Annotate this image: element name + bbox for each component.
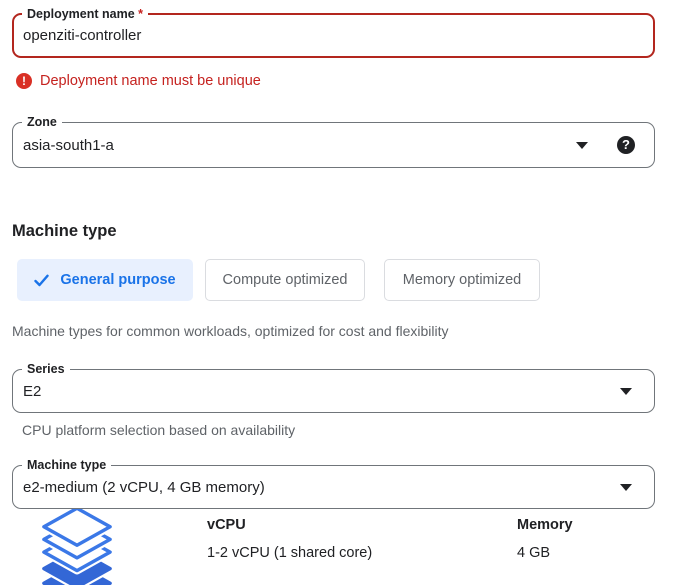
series-value: E2	[23, 382, 42, 400]
memory-label: Memory	[517, 517, 573, 533]
tab-general-purpose[interactable]: General purpose	[17, 259, 193, 301]
zone-value: asia-south1-a	[23, 136, 114, 154]
machine-type-heading: Machine type	[12, 222, 117, 240]
machine-type-description: Machine types for common workloads, opti…	[12, 323, 449, 339]
vcpu-spec: vCPU 1-2 vCPU (1 shared core)	[207, 505, 517, 561]
tab-memory-optimized[interactable]: Memory optimized	[384, 259, 540, 301]
checkmark-icon	[34, 274, 50, 286]
machine-type-select[interactable]: Machine type e2-medium (2 vCPU, 4 GB mem…	[12, 457, 655, 509]
tab-label: Memory optimized	[402, 272, 522, 288]
error-icon: !	[16, 73, 32, 89]
chevron-down-icon[interactable]	[576, 142, 588, 149]
machine-spec-row: vCPU 1-2 vCPU (1 shared core) Memory 4 G…	[0, 504, 680, 585]
memory-spec: Memory 4 GB	[517, 505, 573, 561]
required-asterisk: *	[138, 7, 144, 21]
chevron-down-icon[interactable]	[620, 484, 632, 491]
deployment-name-field[interactable]: Deployment name *	[12, 6, 655, 58]
deployment-name-error: ! Deployment name must be unique	[16, 73, 680, 89]
series-helper-text: CPU platform selection based on availabi…	[22, 422, 296, 438]
machine-layers-icon	[40, 504, 114, 585]
error-message: Deployment name must be unique	[40, 73, 261, 89]
help-icon[interactable]: ?	[617, 136, 635, 154]
zone-label: Zone	[22, 114, 62, 131]
tab-label: General purpose	[60, 272, 176, 288]
tab-compute-optimized[interactable]: Compute optimized	[205, 259, 365, 301]
series-label: Series	[22, 361, 70, 378]
machine-type-value: e2-medium (2 vCPU, 4 GB memory)	[23, 478, 265, 496]
vcpu-label: vCPU	[207, 517, 246, 533]
memory-value: 4 GB	[517, 545, 551, 561]
zone-select[interactable]: Zone asia-south1-a ?	[12, 114, 655, 168]
deployment-name-input[interactable]	[23, 27, 609, 44]
vcpu-value: 1-2 vCPU (1 shared core)	[207, 545, 373, 561]
series-select[interactable]: Series E2	[12, 361, 655, 413]
tab-label: Compute optimized	[222, 272, 348, 288]
machine-family-tabs: General purpose Compute optimized Memory…	[17, 259, 680, 301]
deployment-name-label-text: Deployment name	[27, 7, 135, 21]
deployment-name-label: Deployment name *	[22, 6, 149, 23]
chevron-down-icon[interactable]	[620, 388, 632, 395]
machine-type-label: Machine type	[22, 457, 112, 474]
